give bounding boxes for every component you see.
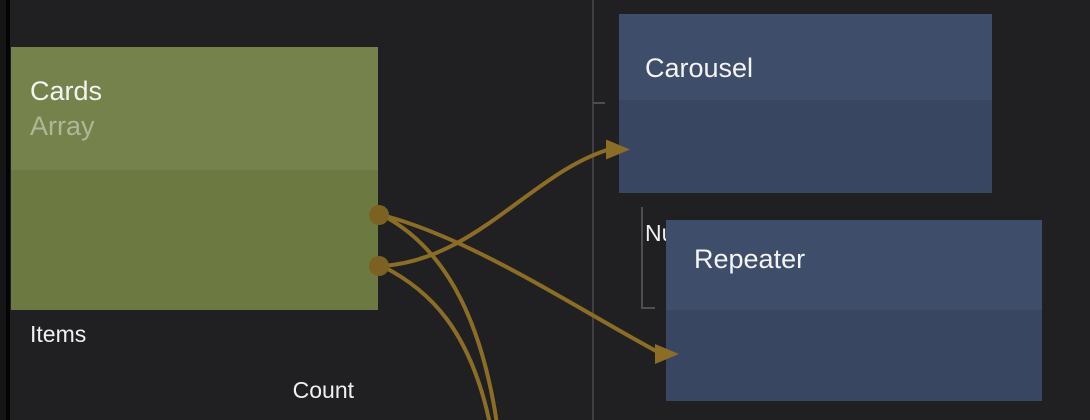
wire-count-to-offscreen-bottom[interactable] [381,264,492,420]
node-title: Cards [30,76,103,106]
node-cards-header[interactable]: Cards Array [11,47,378,170]
port-dot-items-output[interactable] [369,205,389,225]
wire-arrowhead-number-of-items[interactable] [606,139,630,160]
port-items-label[interactable]: Items [30,321,87,347]
node-repeater-body[interactable]: Items [666,310,1042,401]
node-carousel-header[interactable]: Carousel [619,14,992,100]
wire-count-to-number-of-items[interactable] [381,148,608,268]
wire-items-to-repeater-items[interactable] [381,213,657,353]
node-repeater-header[interactable]: Repeater [666,220,1042,310]
node-title: Repeater [694,244,806,274]
left-panel-divider[interactable] [6,0,10,420]
node-repeater[interactable]: Repeater Items [666,220,1042,401]
node-carousel[interactable]: Carousel Number of Items [619,14,992,246]
node-carousel-body[interactable]: Number of Items [619,100,992,246]
node-cards-body[interactable]: Items Count [11,170,378,403]
left-panel-edge [0,0,6,420]
node-subtitle: Array [30,111,95,141]
port-dot-count-output[interactable] [369,256,389,276]
wire-arrowhead-repeater-items[interactable] [655,344,679,364]
port-count-label[interactable]: Count [292,377,354,403]
wire-items-to-offscreen-bottom[interactable] [381,213,499,420]
node-title: Carousel [645,53,754,83]
node-cards[interactable]: Cards Array Items Count [11,47,378,403]
hierarchy-connector-carousel-to-repeater [641,207,655,309]
